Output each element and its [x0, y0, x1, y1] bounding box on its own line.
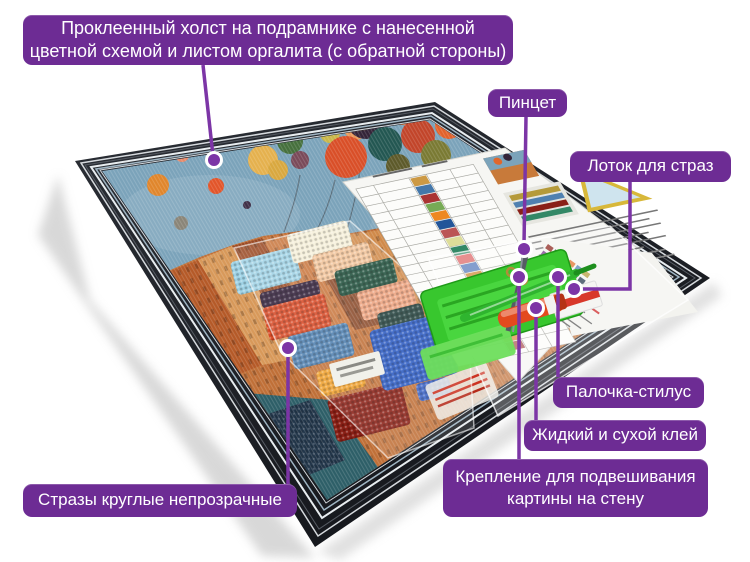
tray-lid: [420, 324, 516, 380]
label-canvas: Проклеенный холст на подрамнике с нанесе…: [23, 15, 513, 65]
label-hanger-line2: картины на стену: [507, 489, 644, 508]
label-glue: Жидкий и сухой клей: [524, 420, 706, 451]
label-canvas-line1: Проклеенный холст на подрамнике с нанесе…: [61, 17, 475, 38]
label-tweezers: Пинцет: [488, 89, 567, 117]
label-canvas-line2: цветной схемой и листом оргалита (с обра…: [29, 41, 507, 61]
label-stylus-text: Палочка-стилус: [565, 382, 692, 402]
bag-sticker: [329, 351, 385, 387]
label-hanger-line1: Крепление для подвешивания: [455, 466, 696, 486]
label-tray: Лоток для страз: [570, 151, 731, 182]
label-rhinestones: Стразы круглые непрозрачные: [23, 484, 297, 517]
label-rhinestones-text: Стразы круглые непрозрачные: [38, 490, 282, 510]
cord-bag: [425, 362, 499, 420]
label-glue-text: Жидкий и сухой клей: [532, 425, 698, 445]
label-stylus: Палочка-стилус: [553, 377, 704, 408]
label-hanger: Крепление для подвешивания картины на ст…: [443, 459, 708, 517]
label-tray-text: Лоток для страз: [587, 156, 714, 176]
label-tweezers-text: Пинцет: [498, 92, 557, 112]
